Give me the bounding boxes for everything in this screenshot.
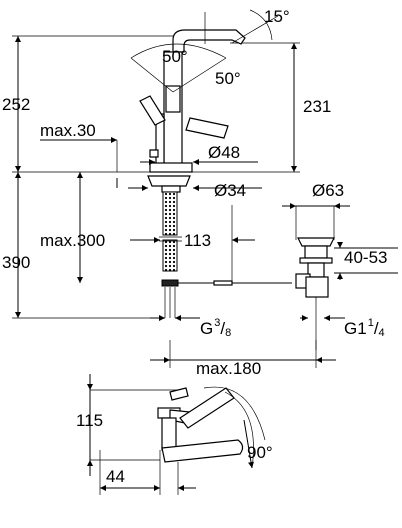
angle-spout-label: 15°: [264, 7, 290, 26]
height-total-label: 252: [2, 95, 30, 114]
side-view: [12, 9, 398, 368]
total-below-label: 390: [2, 253, 30, 272]
hole-diameter-label: Ø34: [214, 181, 246, 200]
lever-handle: [165, 85, 181, 113]
body-diameter-label: Ø48: [208, 143, 240, 162]
plan-offset-label: 44: [106, 467, 125, 486]
waste-thread-label: G11/4: [344, 317, 385, 339]
angle-right-label: 50°: [215, 69, 241, 88]
spout-reach-label: max.180: [196, 359, 261, 378]
plan-view: [87, 374, 266, 495]
height-spout-label: 231: [303, 97, 331, 116]
angle-left-label: 50°: [162, 47, 188, 66]
waste-diameter-label: Ø63: [312, 181, 344, 200]
plan-depth-label: 115: [76, 411, 103, 430]
waste-height-label: 40-53: [344, 248, 387, 267]
mounting-max-label: max.300: [40, 231, 105, 250]
connection-thread-label: G3/8: [200, 317, 231, 339]
swivel-angle-label: 90°: [247, 443, 273, 462]
pop-up-max-label: max.30: [40, 121, 96, 140]
rod-length-label: 113: [184, 231, 211, 250]
pop-up-waste: [295, 206, 335, 350]
mounting-nut: [147, 175, 191, 187]
spout: [172, 29, 246, 53]
